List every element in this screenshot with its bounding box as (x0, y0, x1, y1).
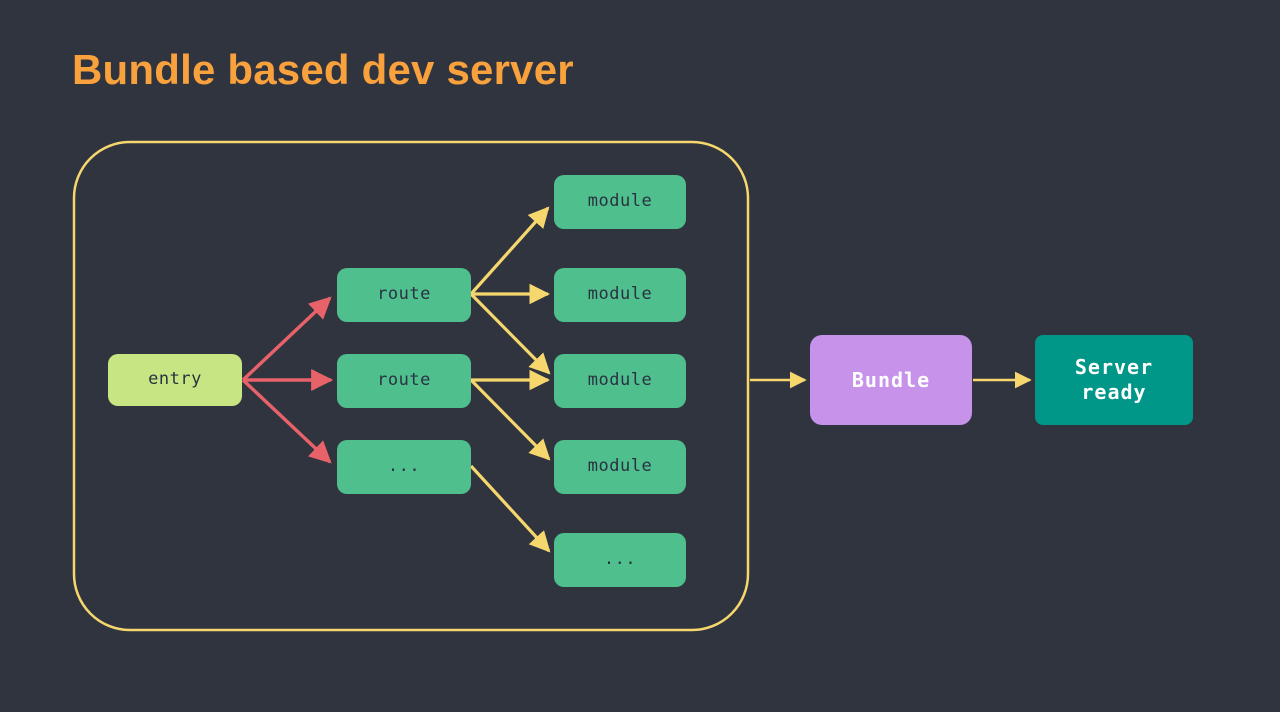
node-module-1-label: module (587, 191, 653, 212)
node-route-more-label: ... (387, 456, 421, 477)
node-module-2[interactable]: module (554, 268, 686, 322)
node-module-2-label: module (587, 284, 653, 305)
node-route-2-label: route (377, 370, 431, 391)
node-route-2[interactable]: route (337, 354, 471, 408)
node-route-1-label: route (377, 284, 431, 305)
node-module-3[interactable]: module (554, 354, 686, 408)
edge-route-2-to-module-4 (469, 378, 551, 461)
edge-route-more-to-module-more (469, 464, 551, 553)
node-server-ready[interactable]: Server ready (1035, 335, 1193, 425)
node-bundle[interactable]: Bundle (810, 335, 972, 425)
node-module-4-label: module (587, 456, 653, 477)
edge-entry-to-route-1 (241, 296, 332, 382)
node-entry[interactable]: entry (108, 354, 242, 406)
edge-entry-to-route-more (241, 378, 332, 464)
node-server-ready-line-1: Server (1074, 355, 1154, 379)
node-route-1[interactable]: route (337, 268, 471, 322)
edge-route-1-to-module-1 (469, 206, 550, 296)
node-bundle-label: Bundle (851, 367, 931, 392)
node-module-3-label: module (587, 370, 653, 391)
node-module-1[interactable]: module (554, 175, 686, 229)
page-title: Bundle based dev server (72, 46, 574, 93)
node-route-more[interactable]: ... (337, 440, 471, 494)
node-entry-label: entry (148, 369, 202, 390)
node-server-ready-line-2: ready (1081, 380, 1147, 404)
edge-route-1-to-module-3 (469, 292, 551, 375)
node-module-more-label: ... (603, 549, 637, 570)
node-module-4[interactable]: module (554, 440, 686, 494)
node-module-more[interactable]: ... (554, 533, 686, 587)
